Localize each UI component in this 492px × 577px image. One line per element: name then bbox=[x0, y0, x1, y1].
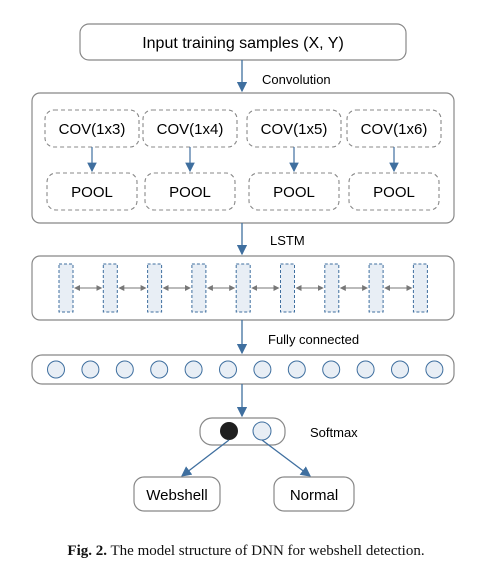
fully-connected-block bbox=[31, 354, 455, 385]
fc-node bbox=[253, 360, 272, 379]
pool-label: POOL bbox=[169, 184, 211, 201]
caption-text: The model structure of DNN for webshell … bbox=[107, 543, 425, 559]
fully-connected-label: Fully connected bbox=[268, 332, 359, 347]
conv-filter-label: COV(1x4) bbox=[157, 121, 224, 138]
pool-box bbox=[46, 172, 138, 211]
conv-filter-label: COV(1x3) bbox=[59, 121, 126, 138]
fc-node bbox=[81, 360, 100, 379]
fc-node bbox=[115, 360, 134, 379]
lstm-cell bbox=[235, 263, 251, 313]
dnn-diagram: Input training samples (X, Y) Convolutio… bbox=[31, 23, 455, 512]
fully-connected-nodes bbox=[47, 360, 444, 379]
output-webshell-label: Webshell bbox=[146, 487, 207, 504]
lstm-cell bbox=[280, 263, 295, 313]
pool-box bbox=[248, 172, 340, 211]
softmax-label: Softmax bbox=[310, 425, 358, 440]
fc-node bbox=[287, 360, 306, 379]
softmax-block bbox=[199, 417, 286, 446]
lstm-cell bbox=[58, 263, 74, 313]
lstm-cell bbox=[102, 263, 118, 313]
fc-node bbox=[356, 360, 375, 379]
lstm-cell bbox=[368, 263, 384, 313]
fc-node bbox=[219, 360, 237, 379]
lstm-cell bbox=[191, 263, 207, 313]
fc-node bbox=[322, 360, 341, 379]
convolution-label: Convolution bbox=[262, 72, 331, 87]
fc-node bbox=[47, 360, 65, 379]
convolution-columns: COV(1x3) POOL COV(1x4) POOL COV(1x5) POOL COV(… bbox=[44, 109, 442, 211]
conv-filter-label: COV(1x5) bbox=[261, 121, 328, 138]
pool-label: POOL bbox=[71, 184, 113, 201]
pool-box bbox=[144, 172, 236, 211]
figure-caption: Fig. 2. The model structure of DNN for w… bbox=[0, 543, 492, 560]
input-box bbox=[79, 23, 407, 61]
arrow-to-normal bbox=[261, 439, 312, 477]
arrow-to-webshell bbox=[180, 439, 230, 477]
lstm-cells bbox=[58, 263, 428, 313]
pool-box bbox=[348, 172, 440, 211]
fc-node bbox=[391, 360, 409, 379]
output-webshell-box bbox=[133, 476, 221, 512]
softmax-node-inactive bbox=[252, 421, 272, 441]
softmax-node-active bbox=[220, 422, 238, 440]
conv-filter-label: COV(1x6) bbox=[361, 121, 428, 138]
fc-node bbox=[150, 360, 169, 379]
lstm-label: LSTM bbox=[270, 233, 305, 248]
caption-prefix: Fig. 2. bbox=[67, 543, 108, 559]
fc-node bbox=[425, 360, 444, 379]
lstm-cell bbox=[412, 263, 428, 313]
fc-node bbox=[184, 360, 203, 379]
output-normal-box bbox=[273, 476, 355, 512]
input-label: Input training samples (X, Y) bbox=[142, 35, 344, 52]
output-normal-label: Normal bbox=[290, 487, 338, 504]
pool-label: POOL bbox=[273, 184, 315, 201]
pool-label: POOL bbox=[373, 184, 415, 201]
lstm-cell bbox=[147, 263, 163, 313]
lstm-cell bbox=[324, 263, 340, 313]
